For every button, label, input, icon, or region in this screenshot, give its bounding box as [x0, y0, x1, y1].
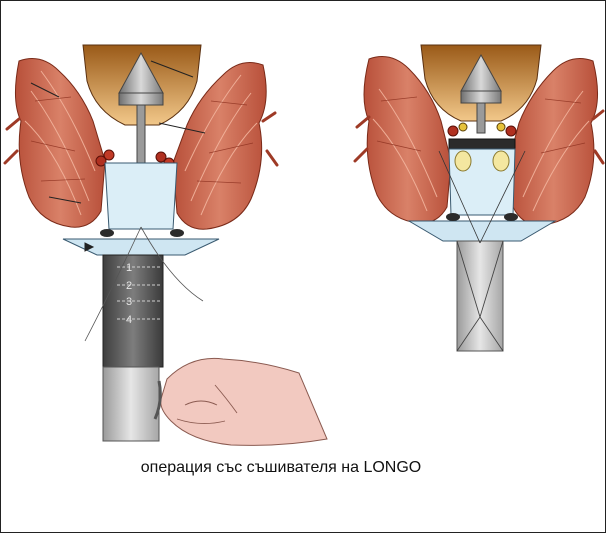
- left-illustration: 1 2 3 4: [5, 45, 327, 445]
- figure-caption: операция със съшивателя на LONGO: [1, 459, 561, 477]
- right-anvil-rod: [477, 103, 485, 133]
- right-device-flange: [409, 221, 555, 241]
- left-stapler-shaft: [103, 255, 163, 367]
- scale-mark-4: 4: [126, 314, 132, 326]
- left-stapler-handle: [103, 367, 159, 441]
- right-illustration: [355, 45, 603, 351]
- scale-mark-1: 1: [126, 262, 132, 274]
- right-stapler-shaft: [457, 241, 503, 351]
- scale-mark-3: 3: [126, 296, 132, 308]
- left-anvil-base: [119, 93, 163, 105]
- scale-mark-2: 2: [126, 280, 132, 292]
- right-staple-line: [449, 139, 515, 149]
- right-anvil-base: [461, 91, 501, 103]
- hand-illustration: [161, 358, 327, 445]
- left-device-housing: [105, 163, 177, 229]
